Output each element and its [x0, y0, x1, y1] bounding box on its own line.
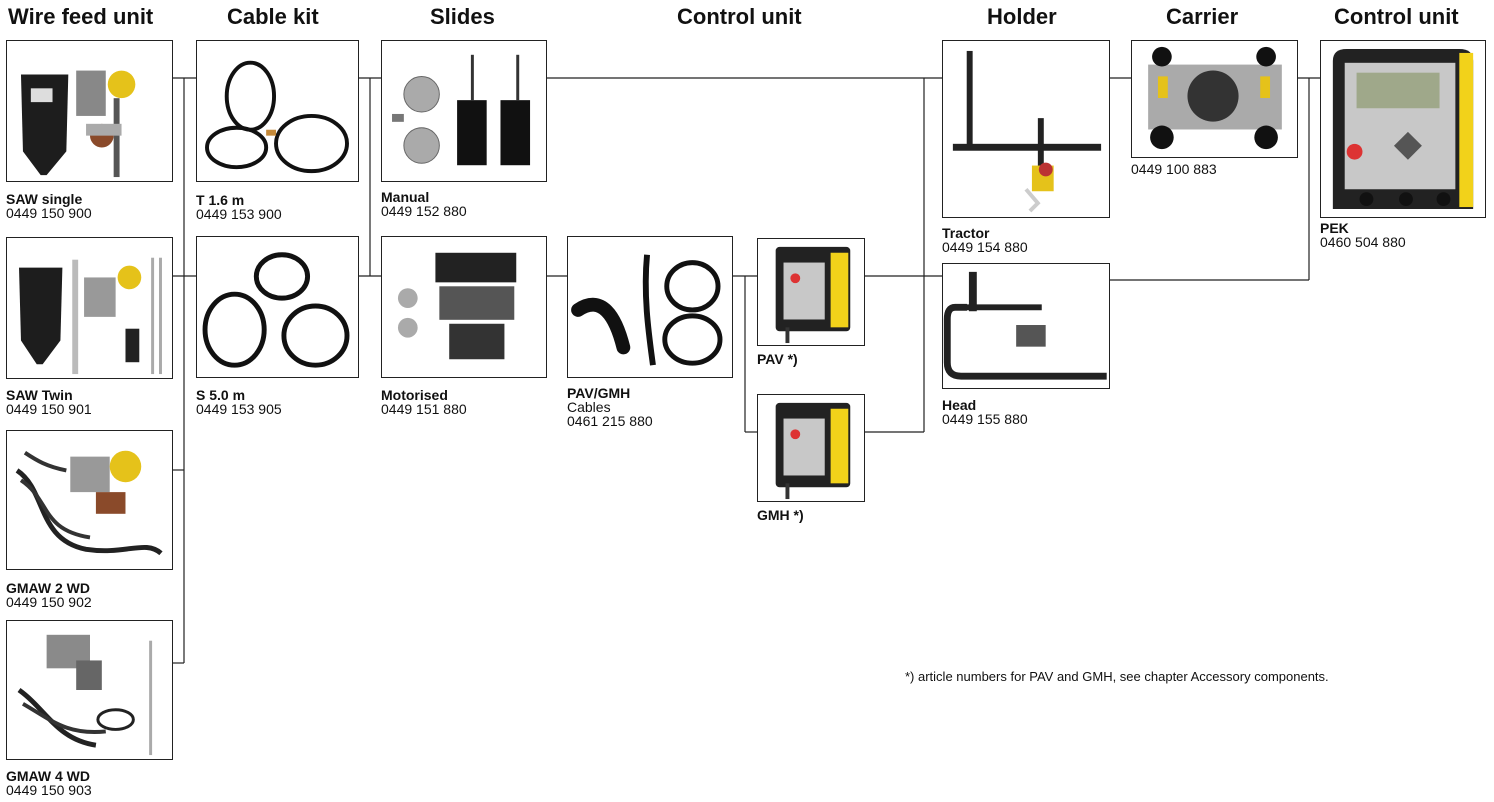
- carrier-number: 0449 100 883: [1131, 161, 1217, 177]
- wire-feeder-with-hopper-icon: [20, 70, 136, 178]
- gmh-label: GMH *): [757, 508, 804, 522]
- s50-image: [196, 236, 359, 378]
- cable-coil-icon: [202, 252, 350, 368]
- gmaw-2wd-name: GMAW 2 WD: [6, 580, 90, 596]
- carrier-label: 0449 100 883: [1131, 162, 1217, 176]
- saw-twin-image: [6, 237, 173, 379]
- s50-label: S 5.0 m 0449 153 905: [196, 388, 282, 416]
- header-holder: Holder: [987, 4, 1057, 29]
- t16-number: 0449 153 900: [196, 206, 282, 222]
- carrier-image: [1131, 40, 1298, 158]
- pav-label: PAV *): [757, 352, 798, 366]
- header-wire-feed-unit: Wire feed unit: [8, 4, 154, 29]
- pav-gmh-sub: Cables: [567, 399, 611, 415]
- gmh-image: [757, 394, 865, 502]
- wheeled-carrier-icon: [1148, 46, 1282, 150]
- saw-single-number: 0449 150 900: [6, 205, 92, 221]
- saw-single-label: SAW single 0449 150 900: [6, 192, 92, 220]
- s50-name: S 5.0 m: [196, 387, 246, 403]
- pav-gmh-cables-image: [567, 236, 733, 378]
- gmaw-4wd-name: GMAW 4 WD: [6, 768, 90, 784]
- tractor-image: [942, 40, 1110, 218]
- gmaw-2wd-label: GMAW 2 WD 0449 150 902: [6, 581, 92, 609]
- motorised-name: Motorised: [381, 387, 448, 403]
- tractor-label: Tractor 0449 154 880: [942, 226, 1028, 254]
- head-holder-icon: [943, 271, 1107, 380]
- pek-label: PEK 0460 504 880: [1320, 221, 1406, 249]
- wire-feeder-twin-icon: [19, 257, 162, 375]
- header-cable-kit: Cable kit: [227, 4, 319, 29]
- tractor-holder-icon: [952, 50, 1102, 213]
- manual-name: Manual: [381, 189, 430, 205]
- pav-gmh-name: PAV/GMH: [567, 385, 631, 401]
- gmaw-feeder-4wd-icon: [17, 634, 153, 756]
- tractor-name: Tractor: [942, 225, 990, 241]
- pek-image: [1320, 40, 1486, 218]
- gmh-name: GMH *): [757, 507, 804, 523]
- pek-name: PEK: [1320, 220, 1349, 236]
- pendant-control-box-icon: [775, 402, 851, 500]
- footnote: *) article numbers for PAV and GMH, see …: [905, 669, 1329, 684]
- pek-control-panel-icon: [1332, 48, 1474, 210]
- t16-name: T 1.6 m: [196, 192, 245, 208]
- saw-single-image: [6, 40, 173, 182]
- header-control-unit: Control unit: [677, 4, 802, 29]
- motorised-number: 0449 151 880: [381, 401, 467, 417]
- head-image: [942, 263, 1110, 389]
- t16-image: [196, 40, 359, 182]
- saw-twin-name: SAW Twin: [6, 387, 73, 403]
- cable-coil-icon: [205, 60, 349, 174]
- pendant-control-box-icon: [775, 246, 851, 344]
- motorised-label: Motorised 0449 151 880: [381, 388, 467, 416]
- gmaw-feeder-2wd-icon: [15, 450, 163, 556]
- head-number: 0449 155 880: [942, 411, 1028, 427]
- head-name: Head: [942, 397, 977, 413]
- motorised-slide-image: [381, 236, 547, 378]
- s50-number: 0449 153 905: [196, 401, 282, 417]
- saw-twin-number: 0449 150 901: [6, 401, 92, 417]
- header-control-unit-2: Control unit: [1334, 4, 1459, 29]
- pav-name: PAV *): [757, 351, 798, 367]
- header-carrier: Carrier: [1166, 4, 1239, 29]
- saw-single-name: SAW single: [6, 191, 83, 207]
- saw-twin-label: SAW Twin 0449 150 901: [6, 388, 92, 416]
- manual-slide-icon: [392, 54, 531, 166]
- gmaw-4wd-image: [6, 620, 173, 760]
- cable-set-icon: [571, 254, 723, 366]
- gmaw-2wd-image: [6, 430, 173, 570]
- pav-gmh-number: 0461 215 880: [567, 413, 653, 429]
- tractor-number: 0449 154 880: [942, 239, 1028, 255]
- manual-number: 0449 152 880: [381, 203, 467, 219]
- gmaw-4wd-label: GMAW 4 WD 0449 150 903: [6, 769, 92, 797]
- gmaw-4wd-number: 0449 150 903: [6, 782, 92, 798]
- t16-label: T 1.6 m 0449 153 900: [196, 193, 282, 221]
- motorised-slide-icon: [397, 252, 517, 360]
- pav-image: [757, 238, 865, 346]
- pek-number: 0460 504 880: [1320, 234, 1406, 250]
- head-label: Head 0449 155 880: [942, 398, 1028, 426]
- manual-slide-image: [381, 40, 547, 182]
- manual-label: Manual 0449 152 880: [381, 190, 467, 218]
- header-slides: Slides: [430, 4, 495, 29]
- gmaw-2wd-number: 0449 150 902: [6, 594, 92, 610]
- pav-gmh-cables-label: PAV/GMH Cables 0461 215 880: [567, 386, 653, 428]
